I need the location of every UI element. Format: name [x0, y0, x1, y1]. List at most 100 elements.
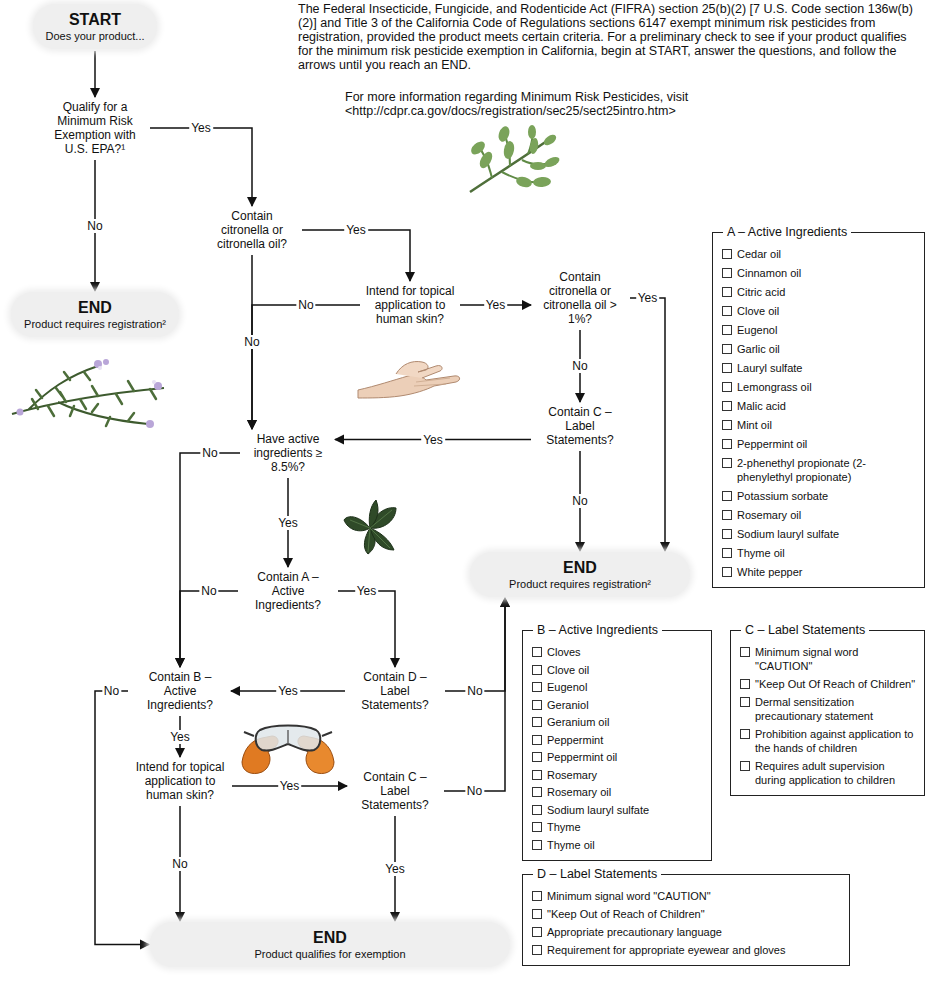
edge-label: No: [170, 857, 189, 871]
box-heading: B – Active Ingredients: [533, 623, 662, 638]
flow-arrow: [180, 453, 240, 667]
rosemary-illustration: [8, 354, 168, 432]
checklist-item: Appropriate precautionary language: [547, 925, 843, 939]
checklist-item: Rosemary oil: [547, 785, 705, 799]
checklist-item: Peppermint: [547, 733, 705, 747]
box-heading: D – Label Statements: [533, 867, 661, 882]
edge-label: Yes: [168, 730, 192, 744]
decision-question: Contain citronella or citronella oil > 1…: [532, 268, 628, 328]
checklist-item: Peppermint oil: [737, 437, 918, 451]
terminal-title: START: [41, 10, 149, 29]
checklist-item: Requirement for appropriate eyewear and …: [547, 943, 843, 957]
checklist-item: Minimum signal word "CAUTION": [755, 645, 918, 673]
edge-label: Yes: [189, 121, 213, 135]
checklist-item: Peppermint oil: [547, 750, 705, 764]
terminal-title: END: [478, 558, 682, 577]
edge-label: Yes: [276, 516, 300, 530]
box-heading: A – Active Ingredients: [723, 225, 851, 240]
question-text: Contain citronella or citronella oil?: [206, 209, 298, 251]
terminal-text: Does your product...: [41, 29, 149, 43]
flow-arrow: [94, 51, 96, 97]
question-text: Intend for topical application to human …: [364, 284, 456, 326]
flow-arrow: [338, 591, 395, 667]
checklist-item: Cedar oil: [737, 247, 918, 261]
edge-label: Yes: [383, 862, 407, 876]
terminal-text: Product requires registration²: [478, 577, 682, 591]
end-terminal: ENDProduct requires registration²: [11, 292, 179, 337]
checklist-item: Thyme: [547, 820, 705, 834]
checklist-item: Geranium oil: [547, 715, 705, 729]
flow-arrow: [630, 298, 665, 551]
checklist-item: Thyme oil: [547, 838, 705, 852]
hands-illustration: [356, 354, 466, 400]
checklist-box: D – Label StatementsMinimum signal word …: [522, 874, 850, 966]
decision-question: Contain B – Active Ingredients?: [130, 668, 230, 714]
edge-label: Yes: [484, 298, 508, 312]
flow-arrow: [180, 591, 238, 667]
checklist-item: Garlic oil: [737, 342, 918, 356]
edge-label: No: [296, 298, 315, 312]
checklist-item: 2-phenethyl propionate (2-phenylethyl pr…: [737, 456, 918, 484]
flow-arrow: [445, 598, 505, 691]
checklist-item: Prohibition against application to the h…: [755, 727, 918, 755]
edge-label: No: [102, 684, 121, 698]
checklist-item: Rosemary oil: [737, 508, 918, 522]
decision-question: Contain C – Label Statements?: [533, 403, 627, 449]
decision-question: Contain C – Label Statements?: [348, 768, 442, 814]
edge-label: No: [570, 494, 589, 508]
checklist-item: Malic acid: [737, 399, 918, 413]
edge-label: No: [200, 446, 219, 460]
flow-arrow: [444, 598, 505, 791]
checklist-item: White pepper: [737, 565, 918, 579]
checklist-item: Minimum signal word "CAUTION": [547, 889, 843, 903]
question-text: Contain A – Active Ingredients?: [242, 570, 334, 612]
checklist-item: Dermal sensitization precautionary state…: [755, 695, 918, 723]
end-terminal: ENDProduct requires registration²: [470, 552, 690, 597]
checklist-item: Mint oil: [737, 418, 918, 432]
checklist-item: Lemongrass oil: [737, 380, 918, 394]
question-text: Contain citronella or citronella oil > 1…: [534, 270, 626, 326]
terminal-text: Product requires registration²: [19, 317, 171, 331]
start-terminal: STARTDoes your product...: [33, 4, 157, 49]
question-text: Intend for topical application to human …: [132, 760, 228, 802]
checklist-item: Potassium sorbate: [737, 489, 918, 503]
checklist-item: "Keep Out of Reach of Children": [547, 907, 843, 921]
edge-label: No: [85, 219, 104, 233]
checklist-item: Citric acid: [737, 285, 918, 299]
question-text: Qualify for a Minimum Risk Exemption wit…: [44, 100, 146, 156]
checklist-item: Sodium lauryl sulfate: [737, 527, 918, 541]
checklist-box: A – Active IngredientsCedar oilCinnamon …: [712, 232, 925, 588]
checklist-item: Requires adult supervision during applic…: [755, 759, 918, 787]
checklist-box: C – Label StatementsMinimum signal word …: [730, 630, 925, 796]
checklist-item: Cloves: [547, 645, 705, 659]
edge-label: Yes: [278, 779, 302, 793]
terminal-text: Product qualifies for exemption: [158, 947, 502, 961]
question-text: Contain C – Label Statements?: [535, 405, 625, 447]
flow-arrow: [302, 230, 410, 281]
checklist-item: Cinnamon oil: [737, 266, 918, 280]
decision-question: Intend for topical application to human …: [130, 758, 230, 804]
checklist-item: Thyme oil: [737, 546, 918, 560]
terminal-title: END: [158, 928, 502, 947]
edge-label: Yes: [421, 433, 445, 447]
decision-question: Contain A – Active Ingredients?: [240, 568, 336, 614]
info-link: For more information regarding Minimum R…: [345, 90, 905, 118]
question-text: Contain B – Active Ingredients?: [132, 670, 228, 712]
checklist-item: Eugenol: [737, 323, 918, 337]
mint-illustration: [340, 498, 402, 556]
flow-arrow: [150, 128, 252, 206]
intro-paragraph: The Federal Insecticide, Fungicide, and …: [298, 2, 920, 72]
decision-question: Contain citronella or citronella oil?: [204, 207, 300, 253]
decision-question: Contain D – Label Statements?: [347, 668, 443, 714]
box-heading: C – Label Statements: [741, 623, 869, 638]
checklist-item: Lauryl sulfate: [737, 361, 918, 375]
safety-gear-illustration: [238, 722, 338, 776]
edge-label: No: [465, 684, 484, 698]
edge-label: Yes: [276, 684, 300, 698]
decision-question: Qualify for a Minimum Risk Exemption wit…: [42, 98, 148, 158]
checklist-item: Rosemary: [547, 768, 705, 782]
end-terminal: ENDProduct qualifies for exemption: [150, 922, 510, 967]
checklist-item: Eugenol: [547, 680, 705, 694]
flow-arrow: [252, 305, 360, 429]
